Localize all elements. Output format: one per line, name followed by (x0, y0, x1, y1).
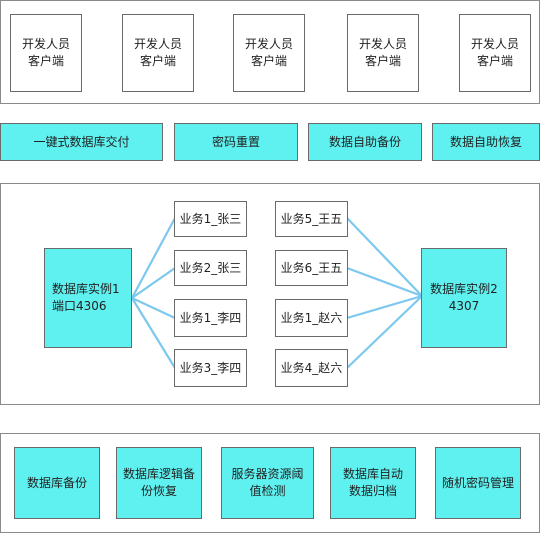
db-instance-2: 数据库实例2 4307 (421, 248, 507, 348)
business-box-left-3: 业务1_李四 (174, 299, 247, 337)
tool-resource-threshold-check: 服务器资源阈 值检测 (221, 447, 314, 519)
client-box-3: 开发人员 客户端 (233, 14, 305, 92)
business-box-right-1: 业务5_王五 (275, 201, 348, 237)
service-password-reset: 密码重置 (174, 123, 298, 161)
business-box-left-4: 业务3_李四 (174, 349, 247, 387)
client-box-5: 开发人员 客户端 (459, 14, 531, 92)
tool-random-password-mgmt: 随机密码管理 (435, 447, 521, 519)
business-box-right-4: 业务4_赵六 (275, 349, 348, 387)
db-instance-1: 数据库实例1 端口4306 (44, 248, 132, 348)
service-one-click-delivery: 一键式数据库交付 (0, 123, 163, 161)
service-self-restore: 数据自助恢复 (432, 123, 540, 161)
tool-db-backup: 数据库备份 (14, 447, 100, 519)
business-box-right-2: 业务6_王五 (275, 250, 348, 286)
business-box-right-3: 业务1_赵六 (275, 299, 348, 337)
business-box-left-2: 业务2_张三 (174, 250, 247, 286)
tool-logical-backup-restore: 数据库逻辑备 份恢复 (116, 447, 202, 519)
business-box-left-1: 业务1_张三 (174, 201, 247, 237)
service-self-backup: 数据自助备份 (308, 123, 422, 161)
client-box-4: 开发人员 客户端 (347, 14, 419, 92)
client-box-1: 开发人员 客户端 (10, 14, 82, 92)
client-box-2: 开发人员 客户端 (122, 14, 194, 92)
tool-auto-archive: 数据库自动 数据归档 (330, 447, 416, 519)
